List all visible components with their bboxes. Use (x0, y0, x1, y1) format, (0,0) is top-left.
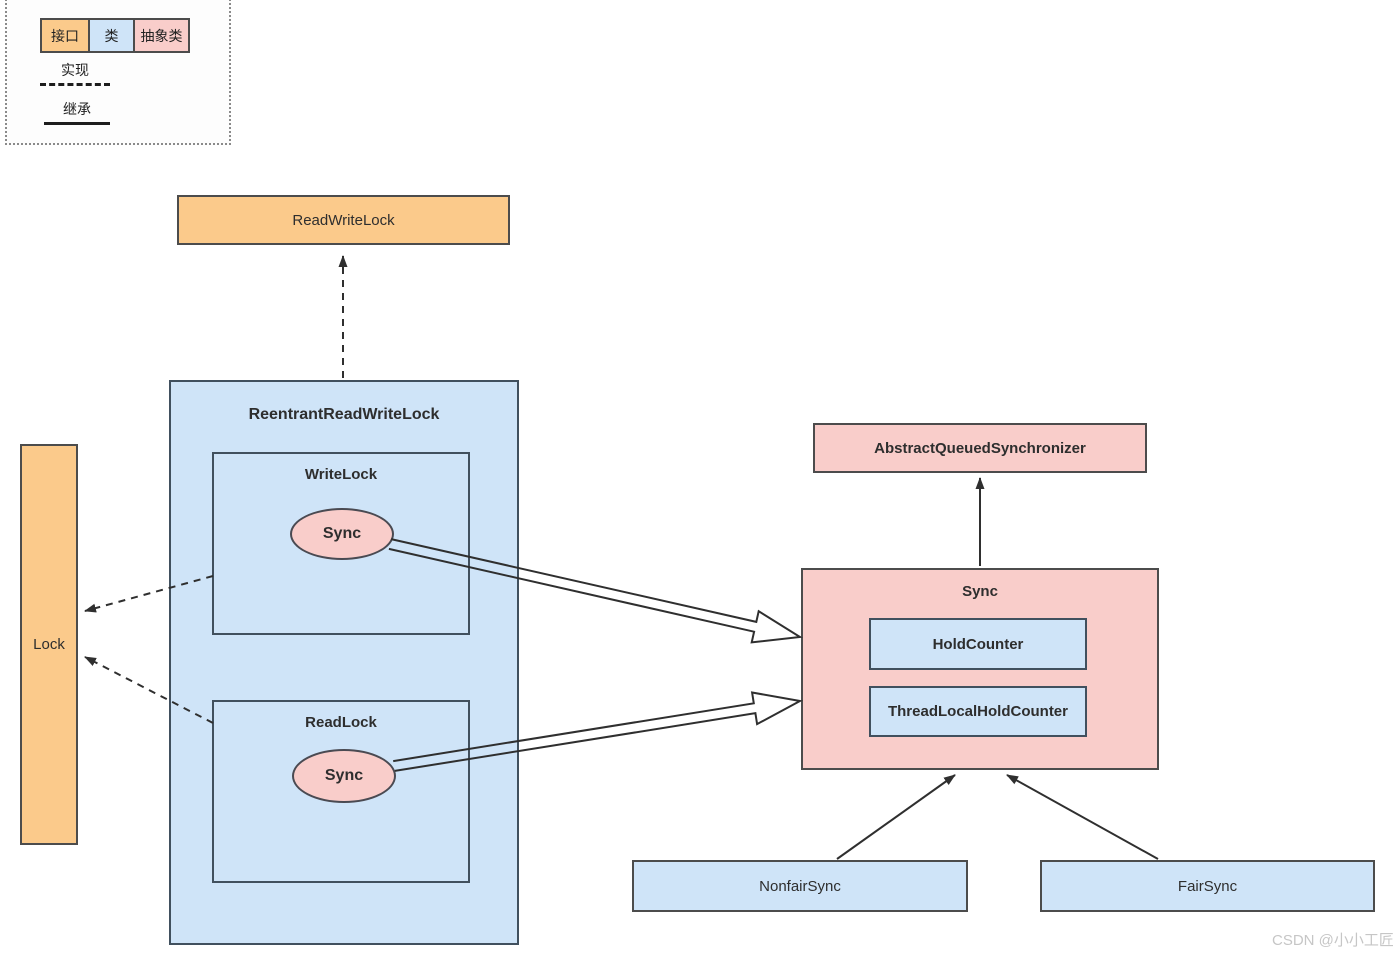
node-writelock-label: WriteLock (304, 466, 378, 483)
legend-node-types: 接口 类 抽象类 (40, 18, 190, 53)
node-aqs: AbstractQueuedSynchronizer (813, 423, 1147, 473)
legend-extends: 继承 (44, 99, 110, 125)
legend-implements: 实现 (40, 60, 110, 86)
watermark: CSDN @小小工匠 (1272, 932, 1394, 949)
legend-implements-label: 实现 (61, 62, 89, 78)
legend-box: 接口 类 抽象类 实现 继承 (5, 0, 231, 145)
node-writelock-sync: Sync (290, 508, 394, 560)
node-threadlocalholdcounter: ThreadLocalHoldCounter (869, 686, 1087, 737)
node-fairsync: FairSync (1040, 860, 1375, 912)
node-nonfairsync: NonfairSync (632, 860, 968, 912)
node-readlock-label: ReadLock (305, 714, 377, 731)
connector-fairsync-extends-sync (1006, 774, 1159, 860)
node-sync-label: Sync (962, 583, 998, 600)
node-fairsync-label: FairSync (1177, 877, 1238, 895)
node-readwritelock-label: ReadWriteLock (292, 211, 395, 229)
node-threadlocalholdcounter-label: ThreadLocalHoldCounter (887, 703, 1068, 720)
node-lock-label: Lock (33, 636, 65, 653)
legend-interface-chip: 接口 (40, 18, 90, 53)
node-nonfairsync-label: NonfairSync (759, 877, 841, 895)
legend-class-chip: 类 (88, 18, 135, 53)
legend-abstract-chip: 抽象类 (133, 18, 190, 53)
node-readlock-sync-label: Sync (324, 767, 364, 784)
legend-extends-label: 继承 (63, 101, 91, 117)
node-holdcounter: HoldCounter (869, 618, 1087, 670)
node-holdcounter-label: HoldCounter (932, 635, 1024, 653)
node-readwritelock: ReadWriteLock (177, 195, 510, 245)
node-writelock-sync-label: Sync (322, 525, 362, 542)
node-readlock-sync: Sync (292, 749, 396, 803)
node-reentrantreadwritelock-label: ReentrantReadWriteLock (248, 406, 440, 423)
connector-nonfairsync-extends-sync (836, 774, 956, 860)
node-aqs-label: AbstractQueuedSynchronizer (874, 439, 1086, 457)
node-lock: Lock (20, 444, 78, 845)
